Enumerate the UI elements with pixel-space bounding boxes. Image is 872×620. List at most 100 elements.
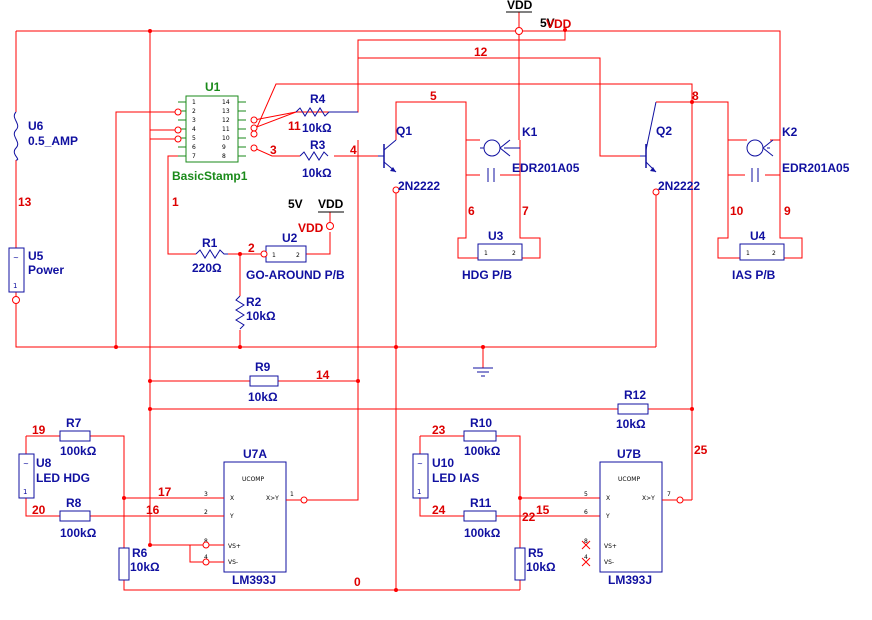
net-label: 13: [18, 195, 32, 209]
r11-ref: R11: [470, 496, 492, 510]
svg-text:1: 1: [417, 488, 421, 496]
junction-dot: [563, 28, 567, 32]
svg-text:VS-: VS-: [228, 559, 238, 566]
r1-value: 220Ω: [192, 261, 222, 275]
u5-value: Power: [28, 263, 64, 277]
svg-text:~: ~: [23, 460, 29, 468]
u1-pin-terminal: [174, 135, 182, 143]
svg-text:UCOMP: UCOMP: [242, 476, 264, 483]
junction-dot: [518, 496, 522, 500]
u3-switch: 1 2 U3 HDG P/B: [462, 229, 523, 282]
wires: [15, 12, 803, 591]
svg-text:1: 1: [290, 491, 294, 498]
junction-dot: [148, 543, 152, 547]
r10-ref: R10: [470, 416, 492, 430]
vdd-mid-label: VDD: [318, 197, 344, 211]
r2-value: 10kΩ: [246, 309, 276, 323]
svg-text:1: 1: [746, 250, 750, 257]
net-label: 16: [146, 503, 160, 517]
net-label: 2: [248, 241, 255, 255]
junction-dot: [394, 345, 398, 349]
svg-text:2: 2: [204, 509, 208, 516]
net-label: 22: [522, 510, 536, 524]
net-label: 23: [432, 423, 446, 437]
r8: R8 100kΩ: [59, 496, 97, 540]
svg-text:X: X: [230, 495, 234, 502]
junction-dot: [114, 345, 118, 349]
r3-ref: R3: [310, 138, 326, 152]
u7a-comparator: U7A UCOMP X Y VS+ VS- X>Y 3 2 8 4 1 LM39…: [200, 447, 308, 587]
svg-text:VS+: VS+: [604, 543, 617, 550]
k1-relay: K1 EDR201A05: [480, 125, 580, 182]
svg-text:X: X: [606, 495, 610, 502]
svg-text:X>Y: X>Y: [266, 495, 279, 502]
u1-pin-right: 14: [222, 99, 230, 106]
u1-pin-left: 1: [192, 99, 196, 106]
junction-dot: [148, 407, 152, 411]
junction-dot: [122, 496, 126, 500]
net-label: 17: [158, 485, 172, 499]
svg-text:1: 1: [484, 250, 488, 257]
u1-pin-right: 8: [222, 153, 226, 160]
u7b-comparator: U7B UCOMP X Y VS+ VS- X>Y 5 6 8 4 7 LM39…: [581, 447, 684, 587]
u6-fuse: U6 0.5_AMP: [13, 111, 78, 161]
u1-ref: U1: [205, 80, 221, 94]
net-label: 0: [354, 575, 361, 589]
r5-value: 10kΩ: [526, 560, 556, 574]
u10-value: LED IAS: [432, 471, 479, 485]
r11: R11 100kΩ: [463, 496, 501, 540]
u5-power: ~ 1 U5 Power: [8, 247, 64, 304]
u5-ref: U5: [28, 249, 44, 263]
svg-text:6: 6: [584, 509, 588, 516]
svg-text:1: 1: [13, 282, 17, 290]
u1-pin-terminal: [250, 124, 258, 132]
u4-value: IAS P/B: [732, 268, 776, 282]
u7b-value: LM393J: [608, 573, 652, 587]
r2: R2 10kΩ: [235, 295, 276, 330]
svg-text:1: 1: [272, 252, 276, 259]
r10-value: 100kΩ: [464, 444, 501, 458]
u1-pin-right: 10: [222, 135, 230, 142]
r6-ref: R6: [132, 546, 148, 560]
u1-pin-right: 12: [222, 117, 230, 124]
net-label: 15: [536, 503, 550, 517]
vdd-mid: VDD 5V VDD: [288, 197, 344, 235]
svg-text:2: 2: [772, 250, 776, 257]
q1-ref: Q1: [396, 124, 412, 138]
net-label: 12: [474, 45, 488, 59]
svg-text:4: 4: [204, 554, 208, 561]
svg-text:~: ~: [13, 254, 19, 262]
vdd-top-label: VDD: [507, 0, 533, 12]
svg-text:2: 2: [296, 252, 300, 259]
net-label: 1: [172, 195, 179, 209]
net-label: 6: [468, 204, 475, 218]
r3: R3 10kΩ: [299, 138, 332, 180]
net-label: 4: [350, 143, 357, 157]
u8-value: LED HDG: [36, 471, 90, 485]
net-label: 7: [522, 204, 529, 218]
junction-dot: [356, 379, 360, 383]
u6-ref: U6: [28, 119, 44, 133]
q2-transistor: Q2 2N2222: [640, 101, 700, 196]
u1-pin-terminal: [250, 130, 258, 138]
r12-ref: R12: [624, 388, 646, 402]
u1-pin-terminal: [250, 116, 258, 124]
r1-ref: R1: [202, 236, 218, 250]
junction-dot: [690, 407, 694, 411]
u3-ref: U3: [488, 229, 504, 243]
r5-ref: R5: [528, 546, 544, 560]
r4: R4 10kΩ: [295, 92, 358, 135]
junction-dot: [238, 252, 242, 256]
k1-value: EDR201A05: [512, 161, 580, 175]
r8-ref: R8: [66, 496, 82, 510]
r7-value: 100kΩ: [60, 444, 97, 458]
u6-value: 0.5_AMP: [28, 134, 78, 148]
junction-dot: [148, 29, 152, 33]
u7b-ref: U7B: [617, 447, 641, 461]
svg-text:7: 7: [667, 491, 671, 498]
r3-value: 10kΩ: [302, 166, 332, 180]
u1-pin-left: 7: [192, 153, 196, 160]
